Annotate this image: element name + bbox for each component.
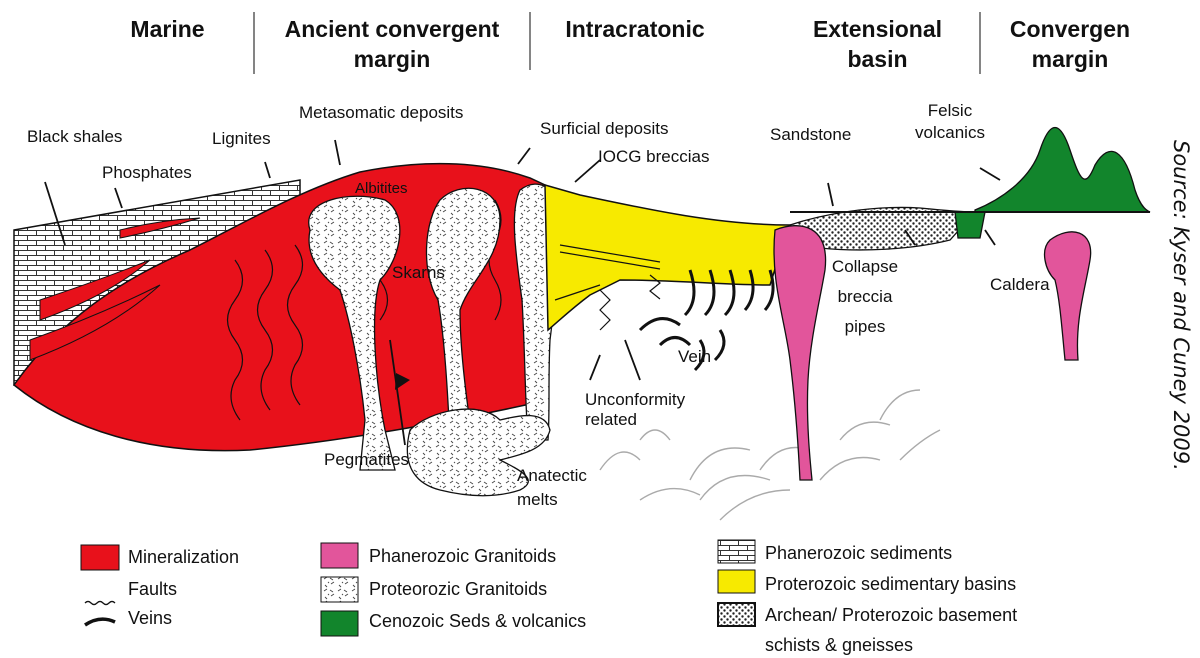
legend-veins: Veins [128, 607, 172, 629]
legend-swatch-proterozoic-granitoids [321, 577, 358, 602]
label-caldera: Caldera [990, 274, 1050, 296]
label-lignites: Lignites [212, 128, 271, 150]
legend-swatch-archean-basement [718, 603, 755, 626]
legend-faults: Faults [128, 578, 177, 600]
label-albitites: Albitites [355, 178, 408, 200]
legend-phanerozoic-granitoids: Phanerozoic Granitoids [369, 545, 556, 567]
legend-swatch-mineralization [81, 545, 119, 570]
legend-mineralization: Mineralization [128, 546, 239, 568]
header-intracratonic: Intracratonic [545, 14, 725, 44]
legend-swatch-phanerozoic-sediments [718, 540, 755, 563]
header-convergent-margin: Convergen margin [995, 14, 1145, 74]
legend-swatch-cenozoic [321, 611, 358, 636]
legend-archean-basement: Archean/ Proterozoic basement [765, 604, 1017, 626]
legend-swatch-veins [85, 619, 115, 625]
label-vein: Vein [678, 346, 711, 368]
label-anatectic-melts: Anatectic melts [517, 464, 607, 512]
label-sandstone: Sandstone [770, 124, 851, 146]
label-skarns: Skarns [392, 262, 445, 284]
proterozoic-sedimentary-basin [545, 185, 790, 330]
legend-phanerozoic-sediments: Phanerozoic sediments [765, 542, 952, 564]
label-iocg-breccias: IOCG breccias [598, 146, 709, 168]
caldera-fill [955, 212, 985, 238]
label-phosphates: Phosphates [102, 162, 192, 184]
legend-archean-basement-2: schists & gneisses [765, 634, 913, 656]
legend-swatch-proterozoic-basins [718, 570, 755, 593]
header-extensional-basin: Extensional basin [795, 14, 960, 74]
legend-proterozoic-granitoids: Proteorozic Granitoids [369, 578, 547, 600]
label-pegmatites: Pegmatites [324, 449, 409, 471]
label-unconformity-related: Unconformity related [585, 390, 715, 430]
legend-swatch-faults [85, 602, 115, 605]
cenozoic-volcanics [975, 128, 1150, 213]
header-ancient-convergent-margin: Ancient convergent margin [262, 14, 522, 74]
legend-cenozoic: Cenozoic Seds & volcanics [369, 610, 586, 632]
header-marine: Marine [110, 14, 225, 44]
legend-swatch-phanerozoic-granitoids [321, 543, 358, 568]
label-metasomatic-deposits: Metasomatic deposits [299, 102, 463, 124]
label-felsic-volcanics: Felsic volcanics [900, 100, 1000, 144]
label-black-shales: Black shales [27, 126, 122, 148]
legend-proterozoic-basins: Proterozoic sedimentary basins [765, 573, 1016, 595]
source-credit: Source: Kyser and Cuney 2009. [1169, 140, 1193, 471]
label-surficial-deposits: Surficial deposits [540, 118, 669, 140]
label-collapse-breccia-pipes: Collapse breccia pipes [825, 252, 905, 342]
phanerozoic-granitoids [774, 226, 1091, 480]
